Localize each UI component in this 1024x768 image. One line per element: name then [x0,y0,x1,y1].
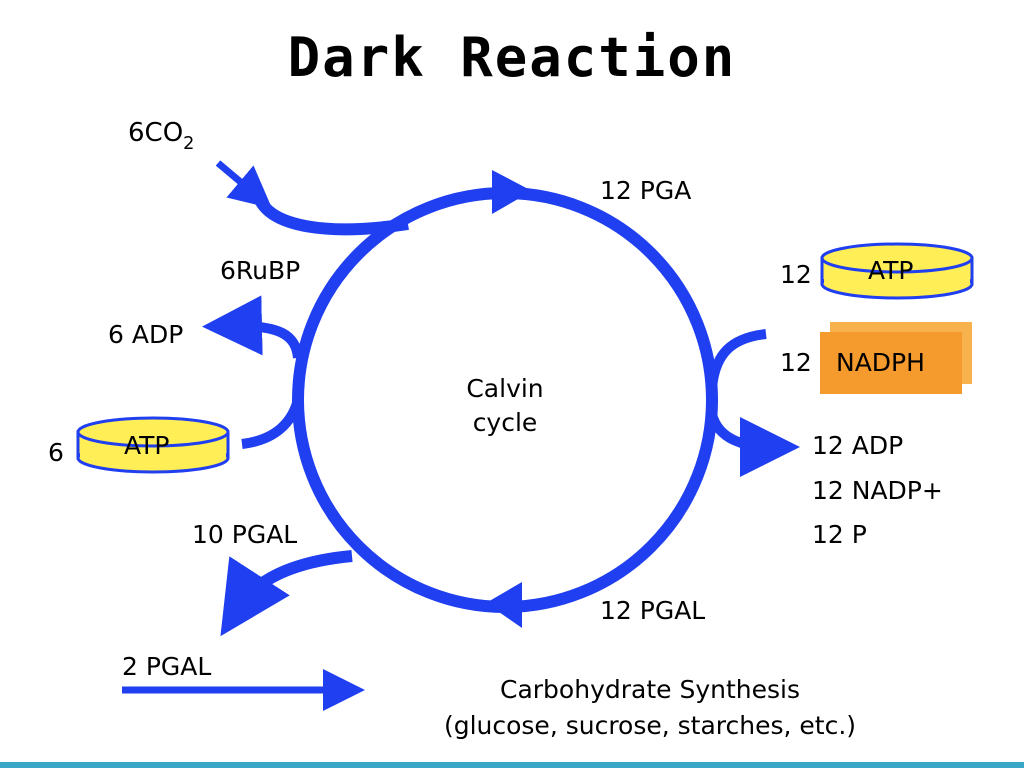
atp-right-label: ATP [868,256,914,285]
adp6-branch-curve [202,295,303,359]
atp-disc-right [820,242,974,300]
pgal12-label: 12 PGAL [600,596,706,625]
pga-label: 12 PGA [600,176,692,205]
atp-disc-left [76,416,230,474]
atp-left-label: ATP [124,431,170,460]
output-p: 12 P [812,520,867,549]
atp-left-coef: 6 [48,438,64,467]
nadph-label: NADPH [836,348,925,377]
cycle-arrowhead-bottom [486,582,522,628]
nadph-box [820,322,972,394]
pgal10-label: 10 PGAL [192,520,298,549]
output-nadp: 12 NADP+ [812,476,943,505]
page-title: Dark Reaction [287,26,737,89]
co2-merge-curve [252,192,409,236]
co2-label: 6CO2 [128,118,195,154]
co2-arrow [215,160,273,209]
nadph-coef: 12 [780,348,812,377]
adp12-output-curve [707,412,800,477]
rubp-label: 6RuBP [220,256,301,285]
pgal2-exit-curve [220,550,353,637]
cycle-center-label: Calvin cycle [466,374,544,437]
pgal2-label: 2 PGAL [122,652,212,681]
adp6-label: 6 ADP [108,320,184,349]
atp-nadph-input-curve [707,329,767,389]
atp6-input-curve [241,398,303,449]
bottom-bar [0,762,1024,768]
output-adp: 12 ADP [812,431,904,460]
cycle-arrowhead-top [492,170,532,214]
atp-right-coef: 12 [780,260,812,289]
synthesis-label: Carbohydrate Synthesis (glucose, sucrose… [443,675,857,741]
